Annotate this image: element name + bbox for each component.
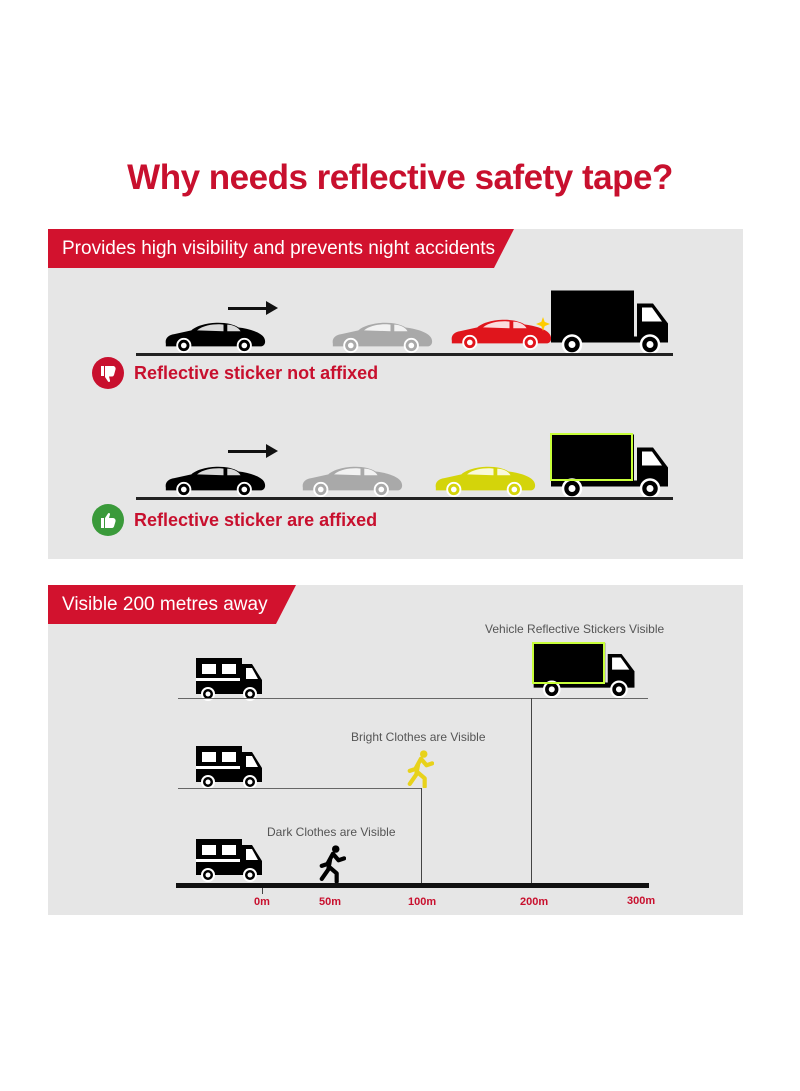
truck-visible-label: Vehicle Reflective Stickers Visible bbox=[485, 622, 665, 636]
arrow-right-icon bbox=[228, 301, 278, 315]
reflective-outline bbox=[550, 433, 633, 481]
road-line bbox=[136, 497, 673, 500]
affixed-caption: Reflective sticker are affixed bbox=[134, 510, 378, 530]
dark-pedestrian-icon bbox=[318, 845, 346, 883]
thumbs-down-badge bbox=[92, 357, 124, 389]
not-affixed-caption: Reflective sticker not affixed bbox=[134, 363, 379, 383]
tick-label-300m: 300m bbox=[627, 895, 656, 907]
reflective-outline bbox=[532, 642, 605, 684]
visibility-panel: Provides high visibility and prevents ni… bbox=[48, 229, 743, 559]
rv-icon bbox=[194, 654, 264, 702]
thumbs-up-badge bbox=[92, 504, 124, 536]
distance-line-bright bbox=[178, 788, 422, 789]
page-title: Why needs reflective safety tape? bbox=[127, 158, 673, 197]
tick-label-100m: 100m bbox=[408, 896, 437, 908]
distance-axis bbox=[176, 883, 649, 888]
dark-clothes-label: Dark Clothes are Visible bbox=[267, 825, 396, 839]
rv-icon bbox=[194, 742, 264, 790]
arrow-right-icon bbox=[228, 444, 278, 458]
marker-200m bbox=[531, 698, 532, 885]
yellow-car-icon bbox=[433, 462, 537, 498]
section2-banner: Visible 200 metres away bbox=[48, 585, 296, 624]
road-line bbox=[136, 353, 673, 356]
section1-banner: Provides high visibility and prevents ni… bbox=[48, 229, 514, 268]
tick-0m bbox=[262, 888, 263, 894]
grey-car-icon bbox=[300, 462, 404, 498]
bright-clothes-label: Bright Clothes are Visible bbox=[351, 730, 486, 744]
rv-icon bbox=[194, 835, 264, 883]
marker-100m bbox=[421, 788, 422, 885]
red-crashed-car-icon bbox=[449, 313, 553, 353]
tick-label-0m: 0m bbox=[254, 896, 270, 908]
thumbs-up-icon bbox=[101, 512, 116, 528]
black-car-icon bbox=[163, 318, 267, 354]
tick-label-50m: 50m bbox=[319, 896, 342, 908]
distance-panel: Visible 200 metres away Vehicle Reflecti… bbox=[48, 585, 743, 915]
black-truck-icon bbox=[550, 289, 670, 355]
distance-line-truck bbox=[178, 698, 648, 699]
thumbs-down-icon bbox=[101, 366, 116, 383]
black-car-icon bbox=[163, 462, 267, 498]
tick-label-200m: 200m bbox=[520, 896, 549, 908]
bright-pedestrian-icon bbox=[406, 750, 434, 788]
grey-car-icon bbox=[330, 318, 434, 354]
